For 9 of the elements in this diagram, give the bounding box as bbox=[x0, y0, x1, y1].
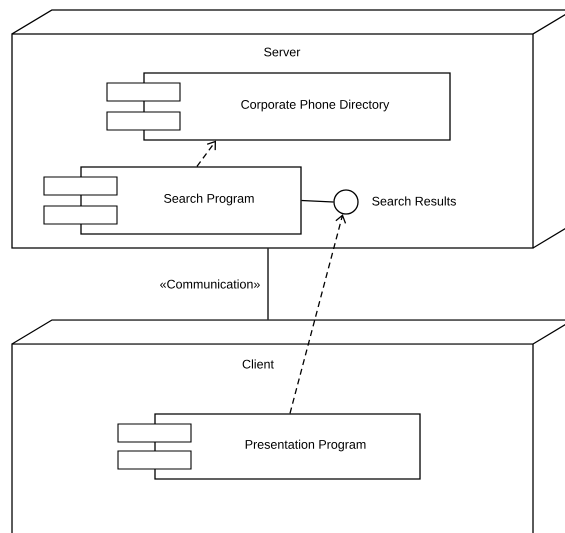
component-box: Search Program bbox=[43, 166, 302, 235]
component-box: Corporate Phone Directory bbox=[106, 72, 451, 141]
connector-line bbox=[267, 248, 269, 320]
connector-line bbox=[302, 200, 334, 203]
dependency-arrow bbox=[196, 140, 216, 167]
node-label: Search Results bbox=[372, 196, 456, 206]
component-box: Presentation Program bbox=[117, 413, 421, 480]
edge-label: «Communication» bbox=[158, 278, 262, 290]
dependency-arrow bbox=[289, 214, 346, 414]
